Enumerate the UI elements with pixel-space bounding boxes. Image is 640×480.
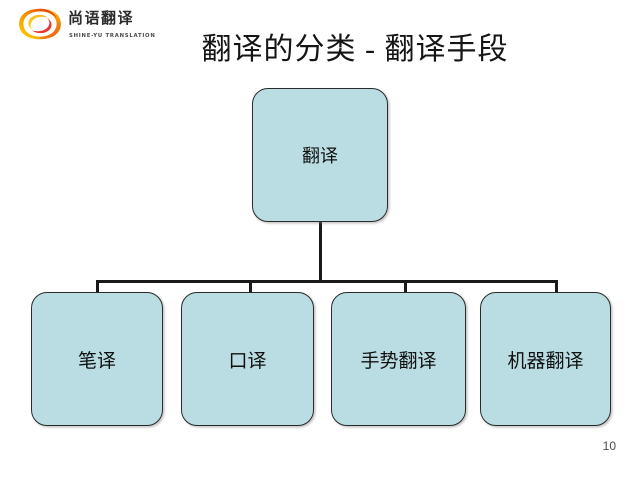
logo-chinese-name: 尚语翻译: [68, 9, 135, 27]
slide-title: 翻译的分类 - 翻译手段: [201, 33, 509, 66]
tree-node-root[interactable]: 翻译: [252, 88, 388, 222]
tree-node-interpretation[interactable]: 口译: [181, 292, 314, 426]
tree-node-label: 笔译: [77, 350, 116, 372]
connector-drop-4: [555, 280, 558, 294]
connector-drop-1: [96, 280, 99, 294]
logo-english-name: SHINE-YU TRANSLATION: [69, 33, 156, 39]
tree-node-label: 机器翻译: [507, 350, 584, 372]
connector-drop-2: [249, 280, 252, 294]
brand-logo: 尚语翻译 SHINE-YU TRANSLATION: [18, 6, 158, 44]
connector-horizontal-rail: [96, 280, 557, 283]
connector-drop-3: [404, 280, 407, 294]
connector-root-trunk: [319, 222, 322, 282]
shineyu-swirl-logo-icon: [18, 7, 62, 41]
tree-node-root-label: 翻译: [302, 146, 338, 166]
tree-node-label: 口译: [228, 350, 267, 372]
tree-node-label: 手势翻译: [360, 350, 437, 372]
slide-page-number: 10: [602, 439, 616, 453]
tree-node-written-translation[interactable]: 笔译: [31, 292, 163, 426]
tree-node-sign-translation[interactable]: 手势翻译: [331, 292, 466, 426]
tree-node-machine-translation[interactable]: 机器翻译: [480, 292, 611, 426]
